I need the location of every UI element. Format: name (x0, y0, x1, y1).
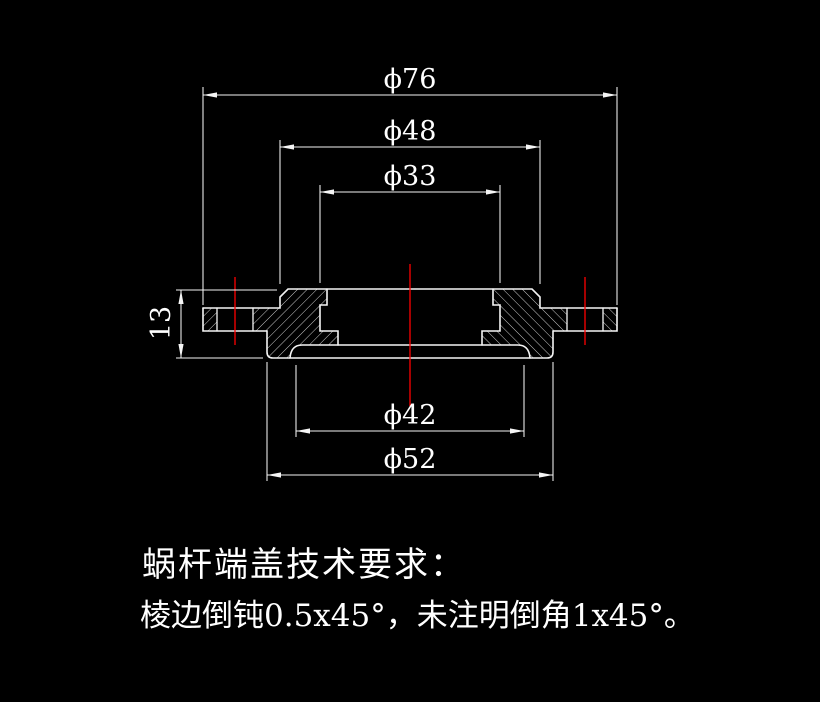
dimension-phi42: ϕ42 (295, 365, 525, 437)
extension-lines (176, 289, 277, 359)
dimension-label: ϕ52 (384, 444, 437, 475)
arrowhead-right (603, 92, 617, 98)
hatch-flange-outer-cell (603, 308, 617, 331)
arrowhead-bottom (178, 344, 184, 358)
dimension-phi48: ϕ48 (279, 116, 541, 284)
extension-lines (266, 362, 554, 481)
arrowhead-left (320, 189, 334, 195)
section-hatch-left (203, 289, 338, 358)
arrowhead-right (539, 472, 553, 478)
arrowhead-left (267, 472, 281, 478)
arrowhead-left (203, 92, 217, 98)
dimension-label: ϕ42 (384, 400, 437, 431)
dimension-phi52: ϕ52 (266, 362, 554, 481)
extension-lines (295, 365, 525, 437)
dimension-label: 13 (146, 306, 177, 340)
dimension-label: ϕ76 (384, 64, 437, 95)
technical-notes: 蜗杆端盖技术要求： 棱边倒钝0.5x45°，未注明倒角1x45°。 (140, 545, 695, 634)
extension-lines (319, 185, 501, 283)
hatch-flange-outer-cell (203, 308, 217, 331)
dimension-label: ϕ33 (384, 161, 437, 192)
dimension-height-13: 13 (146, 289, 277, 359)
hatch-body-cell (482, 289, 567, 358)
part-section (202, 288, 618, 359)
dimension-phi76: ϕ76 (202, 64, 618, 305)
arrowhead-left (280, 144, 294, 150)
arrowhead-top (178, 290, 184, 304)
centerlines (234, 264, 586, 406)
dimension-phi33: ϕ33 (319, 161, 501, 283)
inner-bore-steps (319, 288, 501, 346)
dimension-label: ϕ48 (384, 116, 437, 147)
notes-line1: 棱边倒钝0.5x45°，未注明倒角1x45°。 (140, 598, 695, 634)
arrowhead-right (486, 189, 500, 195)
section-hatch-right (482, 289, 617, 358)
arrowhead-left (296, 428, 310, 434)
arrowhead-right (526, 144, 540, 150)
arrowhead-right (510, 428, 524, 434)
bolt-hole-edges (216, 307, 604, 332)
notes-title: 蜗杆端盖技术要求： (142, 545, 466, 585)
extension-lines (202, 87, 618, 305)
extension-lines (279, 140, 541, 284)
hatch-body-cell (253, 289, 338, 358)
